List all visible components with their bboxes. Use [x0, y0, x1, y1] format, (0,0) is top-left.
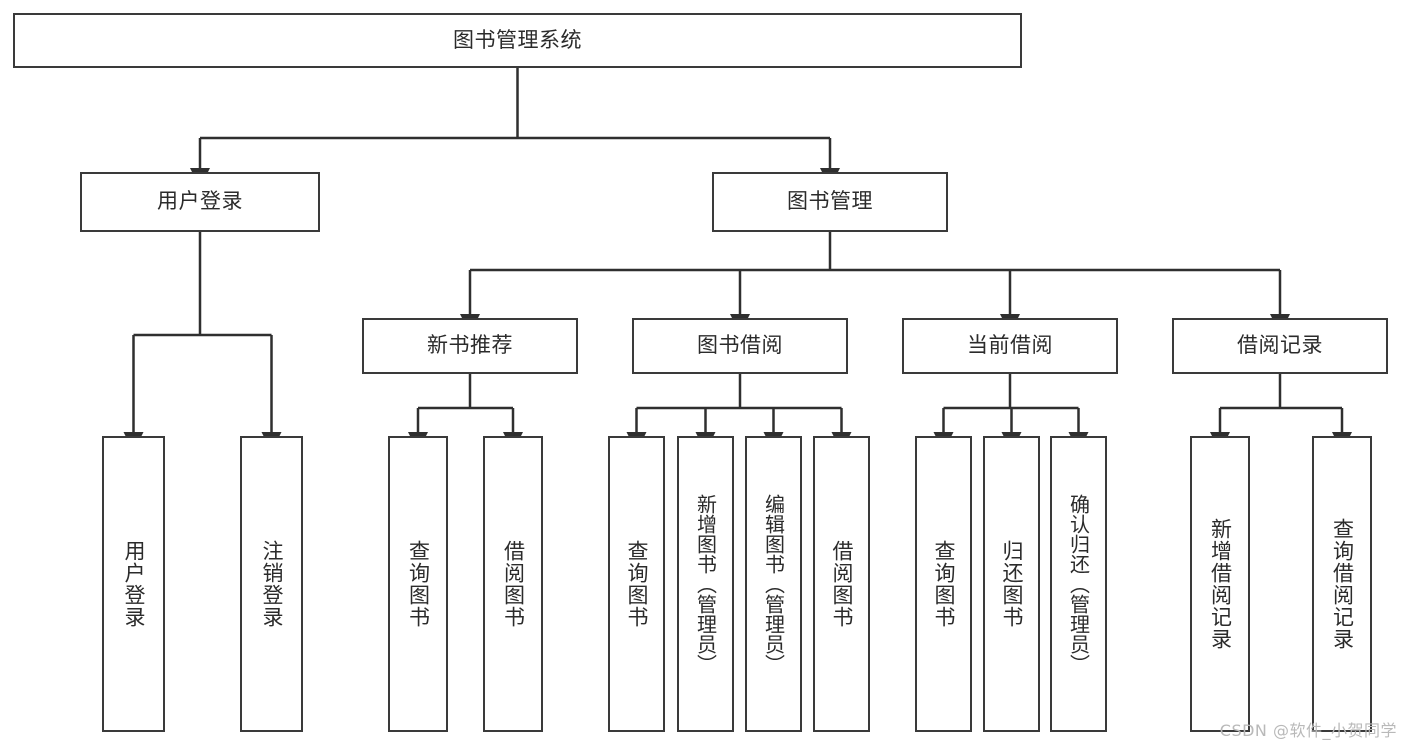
leaf-user-logout[interactable]: 注销登录 [240, 436, 303, 732]
connector-layer [123, 68, 1352, 452]
node-borrow-record-label: 借阅记录 [1237, 333, 1323, 358]
leaf-return-book-label: 归还图书 [1000, 540, 1024, 628]
node-current-borrow[interactable]: 当前借阅 [902, 318, 1118, 374]
node-current-borrow-label: 当前借阅 [967, 333, 1053, 358]
leaf-edit-book[interactable]: 编辑图书（管理员） [745, 436, 802, 732]
node-book-borrow[interactable]: 图书借阅 [632, 318, 848, 374]
leaf-user-login[interactable]: 用户登录 [102, 436, 165, 732]
node-book-manage[interactable]: 图书管理 [712, 172, 948, 232]
leaf-query-borrow-record[interactable]: 查询借阅记录 [1312, 436, 1372, 732]
leaf-add-borrow-record[interactable]: 新增借阅记录 [1190, 436, 1250, 732]
leaf-confirm-return[interactable]: 确认归还（管理员） [1050, 436, 1107, 732]
leaf-confirm-return-label: 确认归还（管理员） [1066, 494, 1091, 674]
leaf-user-login-label: 用户登录 [122, 540, 146, 628]
node-user-login-label: 用户登录 [157, 189, 243, 214]
leaf-query-book-2[interactable]: 查询图书 [608, 436, 665, 732]
leaf-query-borrow-record-label: 查询借阅记录 [1330, 518, 1355, 650]
leaf-query-book-1-label: 查询图书 [406, 540, 431, 628]
leaf-user-logout-label: 注销登录 [260, 540, 284, 628]
node-book-manage-label: 图书管理 [787, 189, 873, 214]
node-borrow-record[interactable]: 借阅记录 [1172, 318, 1388, 374]
node-new-book-recommend-label: 新书推荐 [427, 333, 513, 358]
leaf-add-book-label: 新增图书（管理员） [693, 494, 718, 674]
leaf-add-book[interactable]: 新增图书（管理员） [677, 436, 734, 732]
leaf-borrow-book-2[interactable]: 借阅图书 [813, 436, 870, 732]
node-root[interactable]: 图书管理系统 [13, 13, 1022, 68]
node-new-book-recommend[interactable]: 新书推荐 [362, 318, 578, 374]
leaf-borrow-book-1[interactable]: 借阅图书 [483, 436, 543, 732]
leaf-return-book[interactable]: 归还图书 [983, 436, 1040, 732]
leaf-edit-book-label: 编辑图书（管理员） [761, 494, 786, 674]
leaf-borrow-book-2-label: 借阅图书 [830, 540, 854, 628]
leaf-query-book-2-label: 查询图书 [625, 540, 649, 628]
leaf-query-book-3-label: 查询图书 [932, 540, 956, 628]
node-user-login[interactable]: 用户登录 [80, 172, 320, 232]
node-book-borrow-label: 图书借阅 [697, 333, 783, 358]
leaf-query-book-3[interactable]: 查询图书 [915, 436, 972, 732]
leaf-add-borrow-record-label: 新增借阅记录 [1208, 518, 1233, 650]
leaf-query-book-1[interactable]: 查询图书 [388, 436, 448, 732]
node-root-label: 图书管理系统 [453, 27, 582, 52]
leaf-borrow-book-1-label: 借阅图书 [501, 540, 526, 628]
